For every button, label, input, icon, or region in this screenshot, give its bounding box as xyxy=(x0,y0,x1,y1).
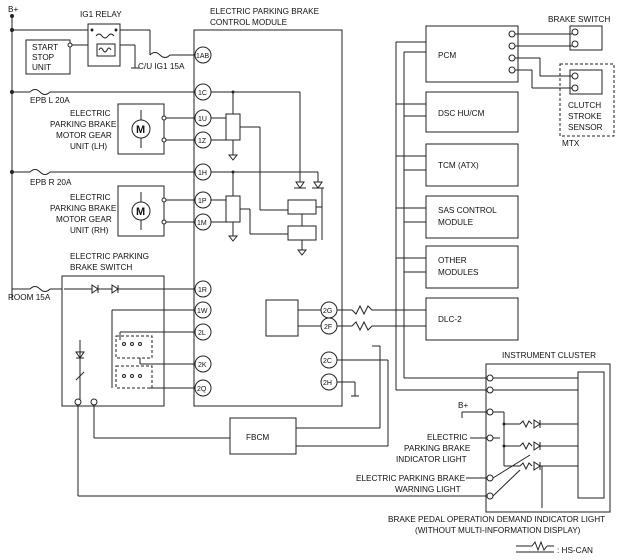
warning-light-line1: ELECTRIC PARKING BRAKE xyxy=(356,474,466,483)
motor-rh-line1: ELECTRIC xyxy=(70,193,111,202)
sas-control-module: SAS CONTROL MODULE xyxy=(425,195,519,239)
pin-1U: 1U xyxy=(194,109,212,127)
motor-rh-line4: UNIT (RH) xyxy=(70,226,109,235)
start-stop-line1: START xyxy=(32,43,58,52)
motor-lh-line1: ELECTRIC xyxy=(70,109,111,118)
pin-2Q: 2Q xyxy=(194,379,212,397)
tcm-module: TCM (ATX) xyxy=(425,143,519,187)
svg-text:1P: 1P xyxy=(198,198,207,205)
epb-control-module xyxy=(193,29,343,407)
room-fuse-label: ROOM 15A xyxy=(8,293,51,302)
svg-text:2Q: 2Q xyxy=(197,386,207,393)
svg-text:1M: 1M xyxy=(197,220,207,227)
motor-rh-letter: M xyxy=(136,206,145,218)
pin-2F: 2F xyxy=(320,317,338,335)
cluster-can-block xyxy=(577,371,605,499)
epb-switch-label-1: ELECTRIC PARKING xyxy=(70,252,149,261)
fbcm xyxy=(229,417,297,455)
pcm-module: PCM xyxy=(425,25,519,83)
pcm-label: PCM xyxy=(438,51,456,60)
svg-text:1R: 1R xyxy=(198,287,207,294)
module-title-line1: ELECTRIC PARKING BRAKE xyxy=(210,7,320,16)
dsc-label: DSC HU/CM xyxy=(438,109,485,118)
svg-text:1C: 1C xyxy=(198,90,207,97)
hs-can-legend: : HS-CAN xyxy=(516,540,593,555)
pin-2H: 2H xyxy=(320,373,338,391)
epb-r-fuse-label: EPB R 20A xyxy=(30,178,72,187)
motor-rh-line3: MOTOR GEAR xyxy=(56,215,112,224)
pin-1H: 1H xyxy=(194,163,212,181)
mtx-label: MTX xyxy=(562,139,580,148)
indicator-light-line2: PARKING BRAKE xyxy=(404,444,471,453)
pin-1P: 1P xyxy=(194,191,212,209)
pin-1M: 1M xyxy=(194,213,212,231)
motor-rh-line2: PARKING BRAKE xyxy=(50,204,117,213)
fbcm-label: FBCM xyxy=(246,433,269,442)
start-stop-unit xyxy=(25,39,71,75)
svg-text:1W: 1W xyxy=(197,308,208,315)
other-label-1: OTHER xyxy=(438,256,467,265)
tcm-label: TCM (ATX) xyxy=(438,161,479,170)
clutch-label-1: CLUTCH xyxy=(568,101,601,110)
pin-1R: 1R xyxy=(194,280,212,298)
motor-lh-line3: MOTOR GEAR xyxy=(56,131,112,140)
sas-label-1: SAS CONTROL xyxy=(438,206,497,215)
svg-text:1AB: 1AB xyxy=(196,53,210,60)
svg-text:2F: 2F xyxy=(324,324,332,331)
motor-lh-letter: M xyxy=(136,124,145,136)
pin-2C: 2C xyxy=(320,351,338,369)
hs-can-legend-text: : HS-CAN xyxy=(557,546,593,555)
module-title-line2: CONTROL MODULE xyxy=(210,18,288,27)
motor-lh-line2: PARKING BRAKE xyxy=(50,120,117,129)
svg-text:2L: 2L xyxy=(198,330,206,337)
other-label-2: MODULES xyxy=(438,268,479,277)
pin-2G: 2G xyxy=(320,301,338,319)
motor-lh-line4: UNIT (LH) xyxy=(70,142,107,151)
pin-1C: 1C xyxy=(194,83,212,101)
svg-text:2G: 2G xyxy=(323,308,332,315)
svg-text:1Z: 1Z xyxy=(198,138,207,145)
sas-label-2: MODULE xyxy=(438,218,474,227)
pin-2L: 2L xyxy=(194,323,212,341)
clutch-label-2: STROKE xyxy=(568,112,602,121)
cu-ig1-fuse-label: C/U IG1 15A xyxy=(138,62,185,71)
dsc-hu-cm-module: DSC HU/CM xyxy=(425,91,519,133)
footnote-line2: (WITHOUT MULTI-INFORMATION DISPLAY) xyxy=(415,526,581,535)
dlc-2-connector: DLC-2 xyxy=(425,297,519,341)
pin-1Z: 1Z xyxy=(194,131,212,149)
svg-text:2K: 2K xyxy=(198,362,207,369)
svg-text:1H: 1H xyxy=(198,170,207,177)
epb-switch-label-2: BRAKE SWITCH xyxy=(70,263,132,272)
dlc-label: DLC-2 xyxy=(438,315,462,324)
brake-switch-label: BRAKE SWITCH xyxy=(548,15,610,24)
epb-switch xyxy=(61,275,165,407)
b-plus-label-cluster: B+ xyxy=(458,401,468,410)
epb-l-fuse-label: EPB L 20A xyxy=(30,96,70,105)
warning-light-line2: WARNING LIGHT xyxy=(395,485,461,494)
instrument-cluster-label: INSTRUMENT CLUSTER xyxy=(502,351,596,360)
other-modules: OTHER MODULES xyxy=(425,245,519,289)
footnote-line1: BRAKE PEDAL OPERATION DEMAND INDICATOR L… xyxy=(388,515,605,524)
pin-1AB: 1AB xyxy=(194,46,212,64)
ig1-relay-label: IG1 RELAY xyxy=(80,10,122,19)
indicator-light-line1: ELECTRIC xyxy=(427,433,468,442)
start-stop-line3: UNIT xyxy=(32,63,51,72)
can-transceiver xyxy=(265,299,299,337)
indicator-light-line3: INDICATOR LIGHT xyxy=(396,455,467,464)
b-plus-label-top: B+ xyxy=(8,5,18,14)
start-stop-line2: STOP xyxy=(32,53,55,62)
clutch-label-3: SENSOR xyxy=(568,123,603,132)
pin-2K: 2K xyxy=(194,355,212,373)
svg-text:2H: 2H xyxy=(323,380,332,387)
pin-1W: 1W xyxy=(194,301,212,319)
svg-text:1U: 1U xyxy=(198,116,207,123)
svg-text:2C: 2C xyxy=(323,358,332,365)
mtx-group xyxy=(559,63,615,137)
